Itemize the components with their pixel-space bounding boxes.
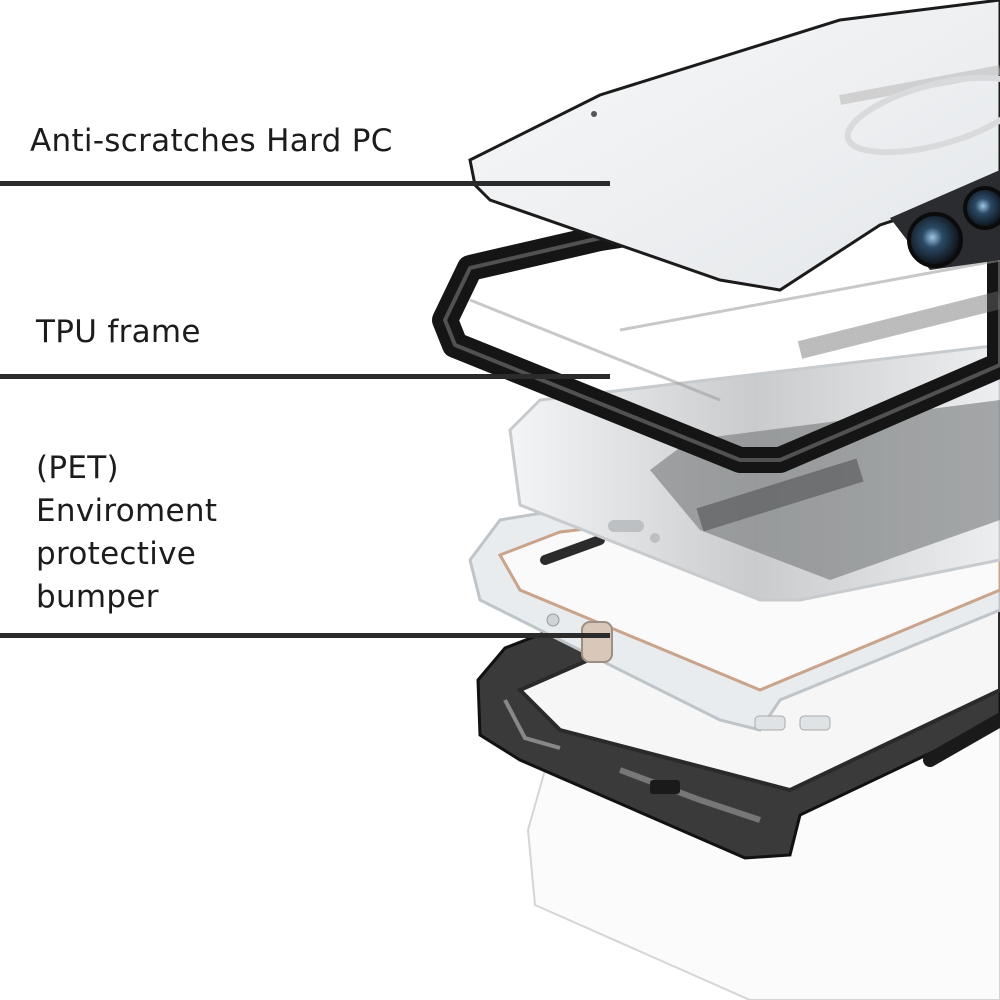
callout-hard-pc: Anti-scratches Hard PC <box>30 120 393 163</box>
callout-tpu-frame: TPU frame <box>36 311 201 354</box>
callout-hard-pc-line: Anti-scratches Hard PC <box>30 123 393 159</box>
callout-tpu-frame-leader-line <box>0 374 610 379</box>
callout-pet-line-2: Enviroment <box>36 493 218 529</box>
callout-tpu-frame-line: TPU frame <box>36 314 201 350</box>
hard-pc-back-shell <box>468 0 1000 292</box>
callout-hard-pc-leader-line <box>0 181 610 186</box>
callout-pet-bumper-leader-line <box>0 633 610 638</box>
callout-pet-line-3: protective <box>36 536 197 572</box>
callout-pet-bumper: (PET) Enviroment protective bumper <box>36 447 217 619</box>
callout-pet-line-4: bumper <box>36 579 159 615</box>
callout-pet-line-1: (PET) <box>36 450 119 486</box>
